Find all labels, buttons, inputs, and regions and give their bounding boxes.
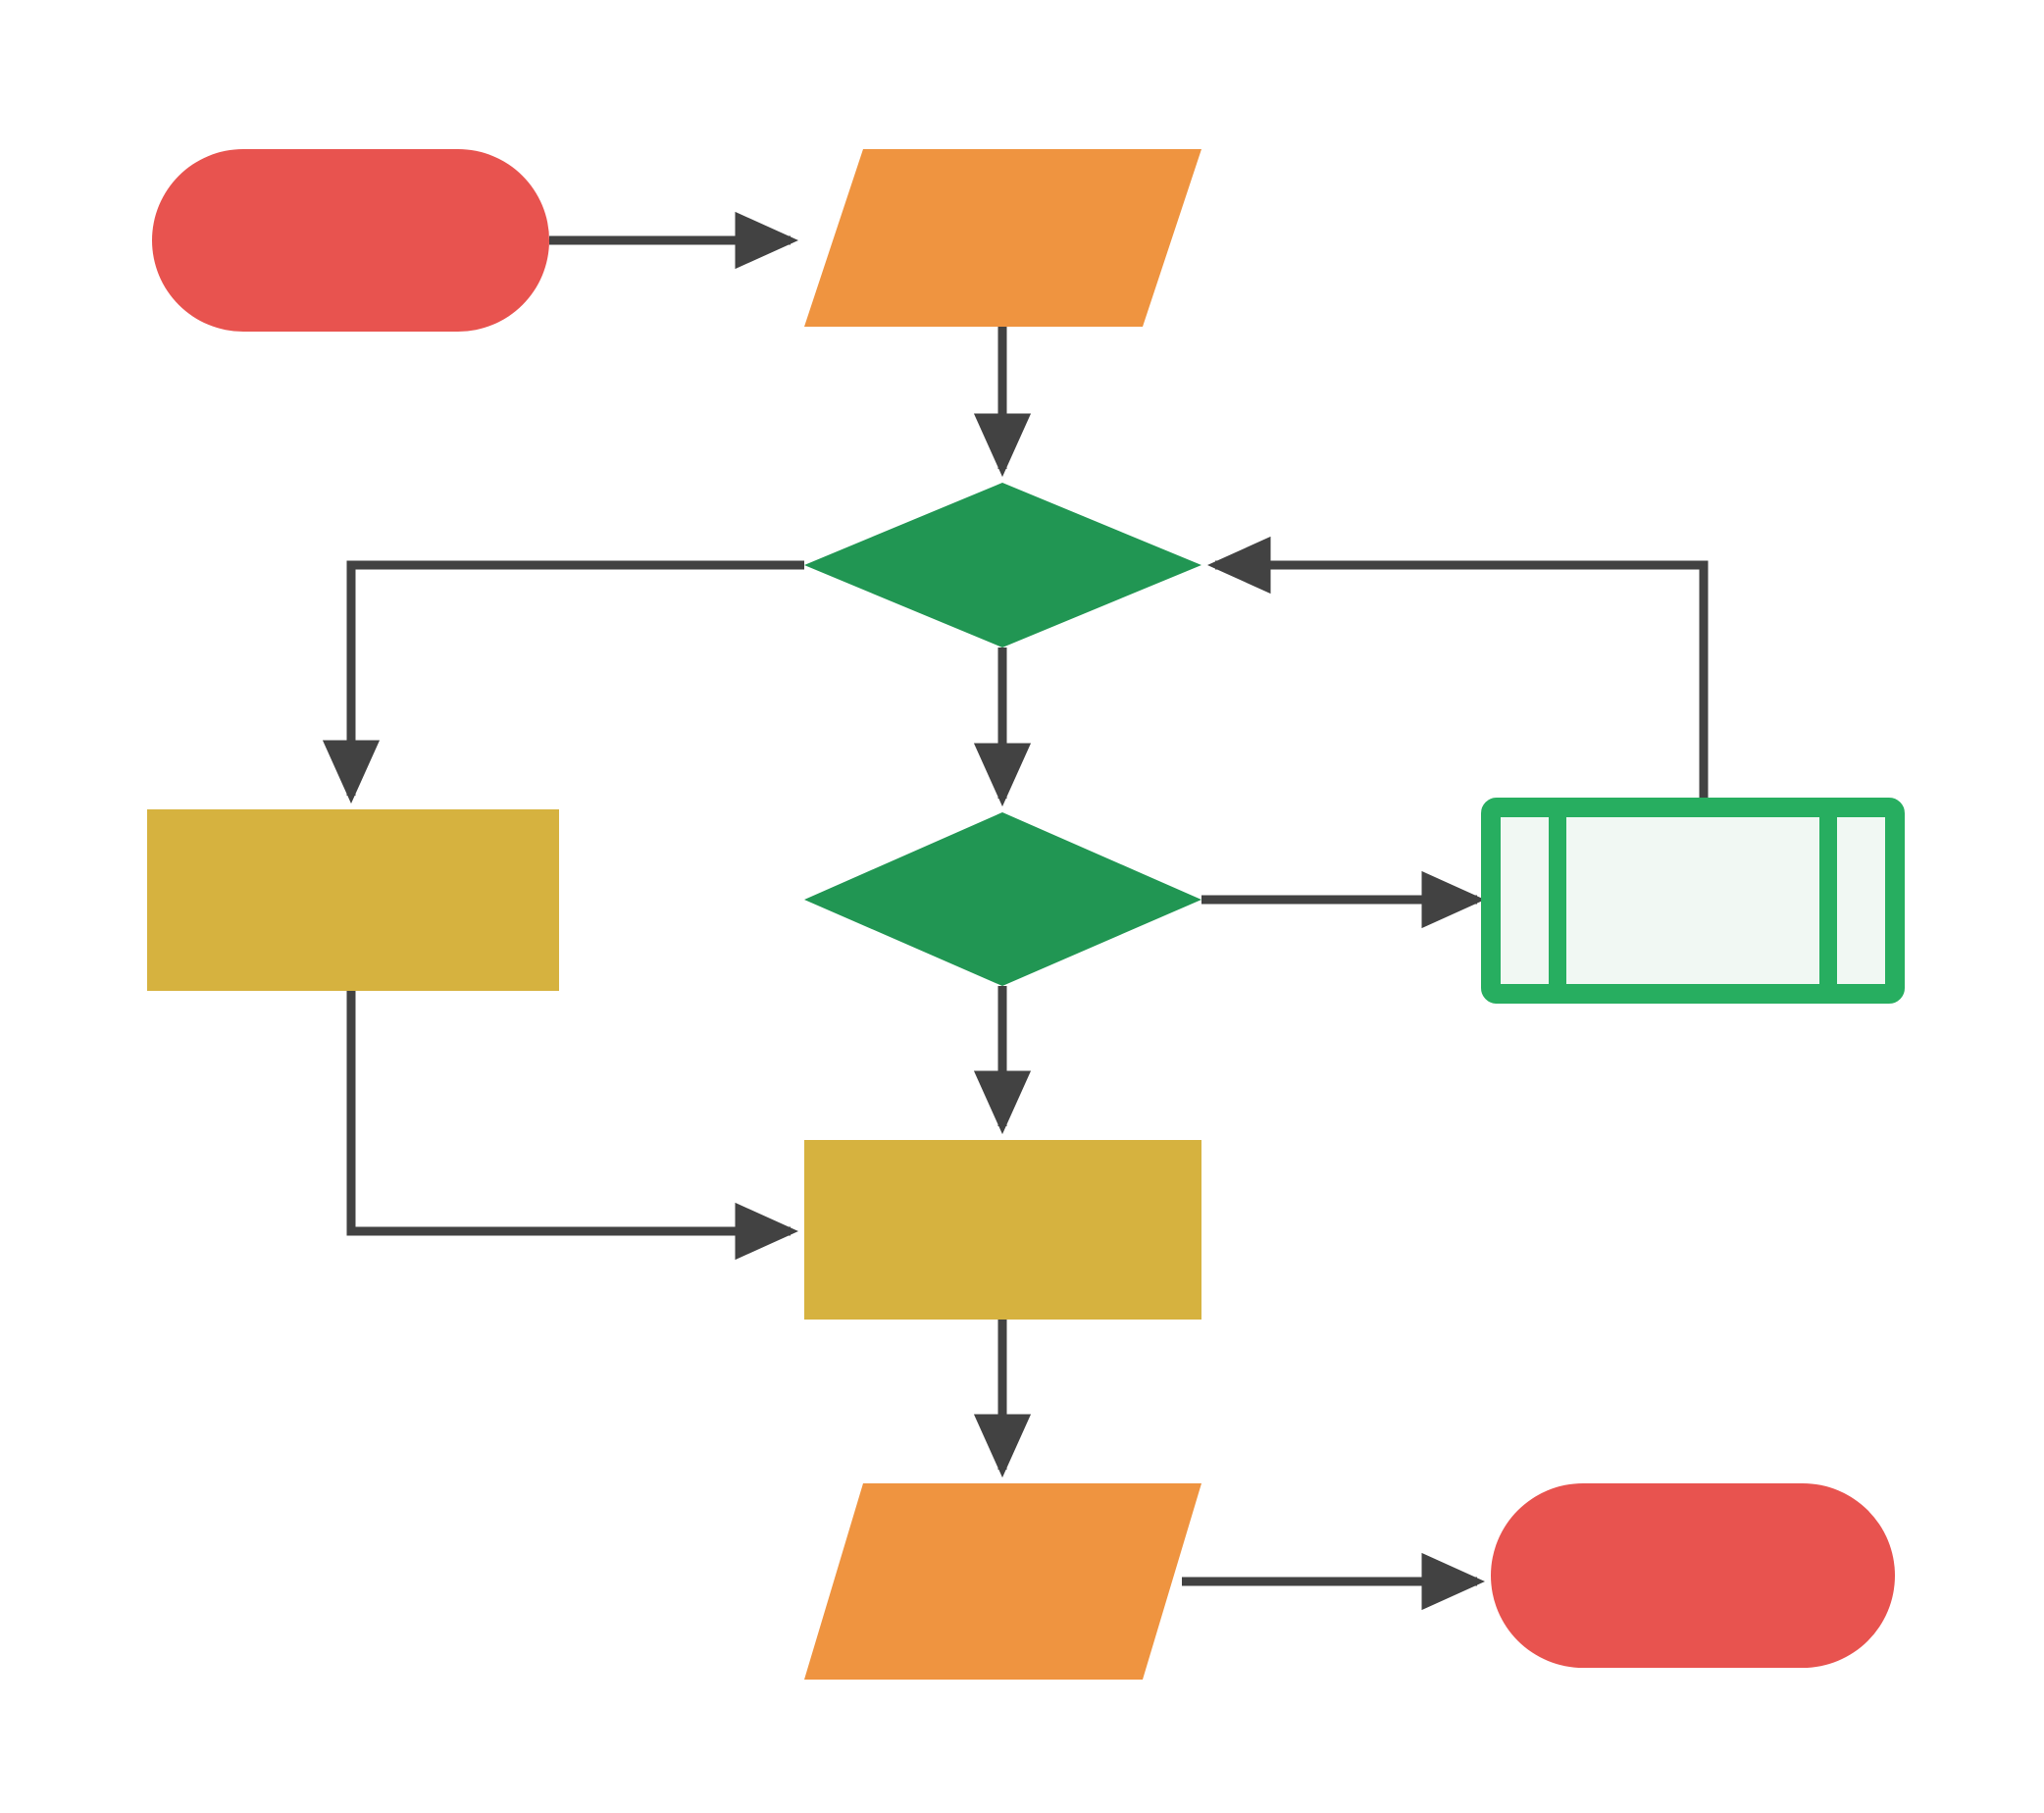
end-terminator-shape[interactable] <box>1491 1483 1895 1668</box>
node-process-center[interactable] <box>804 1140 1201 1320</box>
decision-2-diamond-shape[interactable] <box>804 812 1201 986</box>
node-output[interactable] <box>804 1483 1201 1680</box>
decision-1-diamond-shape[interactable] <box>804 483 1201 648</box>
edge-decision-1-to-process-left <box>322 560 804 804</box>
input-parallelogram-shape[interactable] <box>804 149 1201 327</box>
output-parallelogram-shape[interactable] <box>804 1483 1201 1680</box>
node-subroutine[interactable] <box>1481 798 1905 1004</box>
edge-process-left-to-process-center <box>346 991 799 1261</box>
process-center-rect-shape[interactable] <box>804 1140 1201 1320</box>
node-decision-1[interactable] <box>804 483 1201 648</box>
node-start[interactable] <box>152 149 549 332</box>
node-end[interactable] <box>1491 1483 1895 1668</box>
node-decision-2[interactable] <box>804 812 1201 986</box>
edge-subroutine-to-decision-1 <box>1206 536 1709 807</box>
nodes-layer <box>147 149 1905 1680</box>
subroutine-outer-shape[interactable] <box>1481 798 1905 1004</box>
node-input[interactable] <box>804 149 1201 327</box>
start-terminator-shape[interactable] <box>152 149 549 332</box>
edges-layer <box>322 211 1709 1611</box>
node-process-left[interactable] <box>147 809 559 991</box>
process-left-rect-shape[interactable] <box>147 809 559 991</box>
